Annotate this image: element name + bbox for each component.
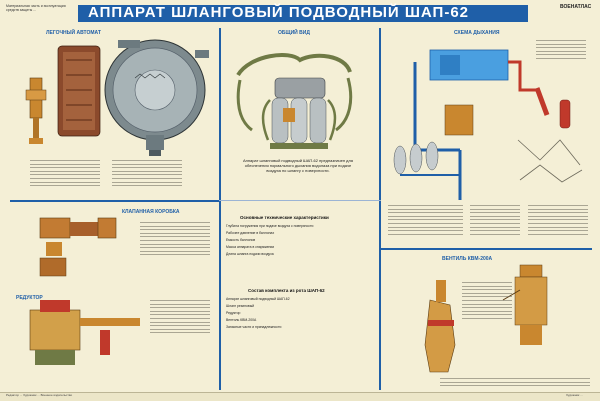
legend-scheme-3 bbox=[470, 205, 520, 237]
section-title-reduktor: РЕДУКТОР bbox=[14, 295, 45, 301]
lung-automat-drawing bbox=[25, 39, 209, 156]
footer-bar bbox=[0, 392, 600, 401]
spec-row: Длина шланга подачи воздуха bbox=[226, 252, 274, 256]
legend-scheme-2 bbox=[388, 205, 463, 237]
top-note: Материальная часть и эксплуатация средст… bbox=[6, 4, 66, 12]
series-label: ВОЕНАТЛАС bbox=[560, 4, 592, 10]
kvm-valve-drawing bbox=[424, 264, 548, 373]
spec-row: Емкость баллонов bbox=[226, 238, 256, 242]
artist-credit: Художник ... bbox=[566, 393, 583, 397]
spec-row: Рабочее давление в баллонах bbox=[226, 231, 275, 235]
reducer-drawing bbox=[29, 300, 140, 365]
general-view-drawing bbox=[236, 53, 353, 149]
legend-lungs-col1 bbox=[30, 160, 100, 189]
kit-row: Аппарат шланговый подводный ШАП-62 bbox=[226, 297, 290, 301]
kit-row: Шланг резиновый bbox=[226, 304, 255, 308]
legend-valvebox bbox=[140, 222, 210, 258]
specs-title: Основные технические характеристики bbox=[240, 215, 329, 220]
divider-right bbox=[379, 28, 381, 390]
section-title-ventil: ВЕНТИЛЬ КВМ-200А bbox=[440, 256, 495, 262]
spec-row: Глубина погружения при подаче воздуха с … bbox=[226, 224, 314, 228]
poster-title: АППАРАТ ШЛАНГОВЫЙ ПОДВОДНЫЙ ШАП-62 bbox=[88, 4, 470, 21]
spec-row: Масса аппарата в снаряжении bbox=[226, 245, 275, 249]
general-view-caption: Аппарат шланговый подводный ШАП-62 предн… bbox=[242, 158, 353, 173]
section-title-obshchiy: ОБЩИЙ ВИД bbox=[276, 30, 312, 36]
legend-reducer bbox=[150, 300, 210, 336]
section-title-skhema: СХЕМА ДЫХАНИЯ bbox=[452, 30, 502, 36]
kit-title: Состав комплекта из рота ШАП-62 bbox=[248, 288, 325, 293]
section-title-legochny: ЛЕГОЧНЫЙ АВТОМАТ bbox=[44, 30, 103, 36]
divider-center-1 bbox=[219, 200, 381, 201]
legend-ventil bbox=[462, 282, 512, 322]
divider-right-1 bbox=[380, 248, 592, 250]
legend-scheme-4 bbox=[528, 205, 588, 237]
print-note: Редактор ... Художник ... Военное издате… bbox=[6, 393, 73, 397]
kit-row: Запасные части и принадлежности bbox=[226, 325, 282, 329]
breathing-scheme-drawing bbox=[393, 49, 583, 200]
legend-scheme-1 bbox=[536, 40, 586, 62]
title-band bbox=[78, 5, 528, 22]
divider-left bbox=[219, 28, 221, 390]
kit-row: Вентиль КВМ-200А bbox=[226, 318, 257, 322]
divider-left-1 bbox=[10, 200, 220, 202]
section-title-klapannaya: КЛАПАННАЯ КОРОБКА bbox=[120, 209, 182, 215]
kit-row: Редуктор bbox=[226, 311, 241, 315]
legend-ventil-bottom bbox=[440, 378, 590, 389]
legend-lungs-col2 bbox=[112, 160, 182, 189]
valve-box-drawing bbox=[39, 217, 117, 277]
